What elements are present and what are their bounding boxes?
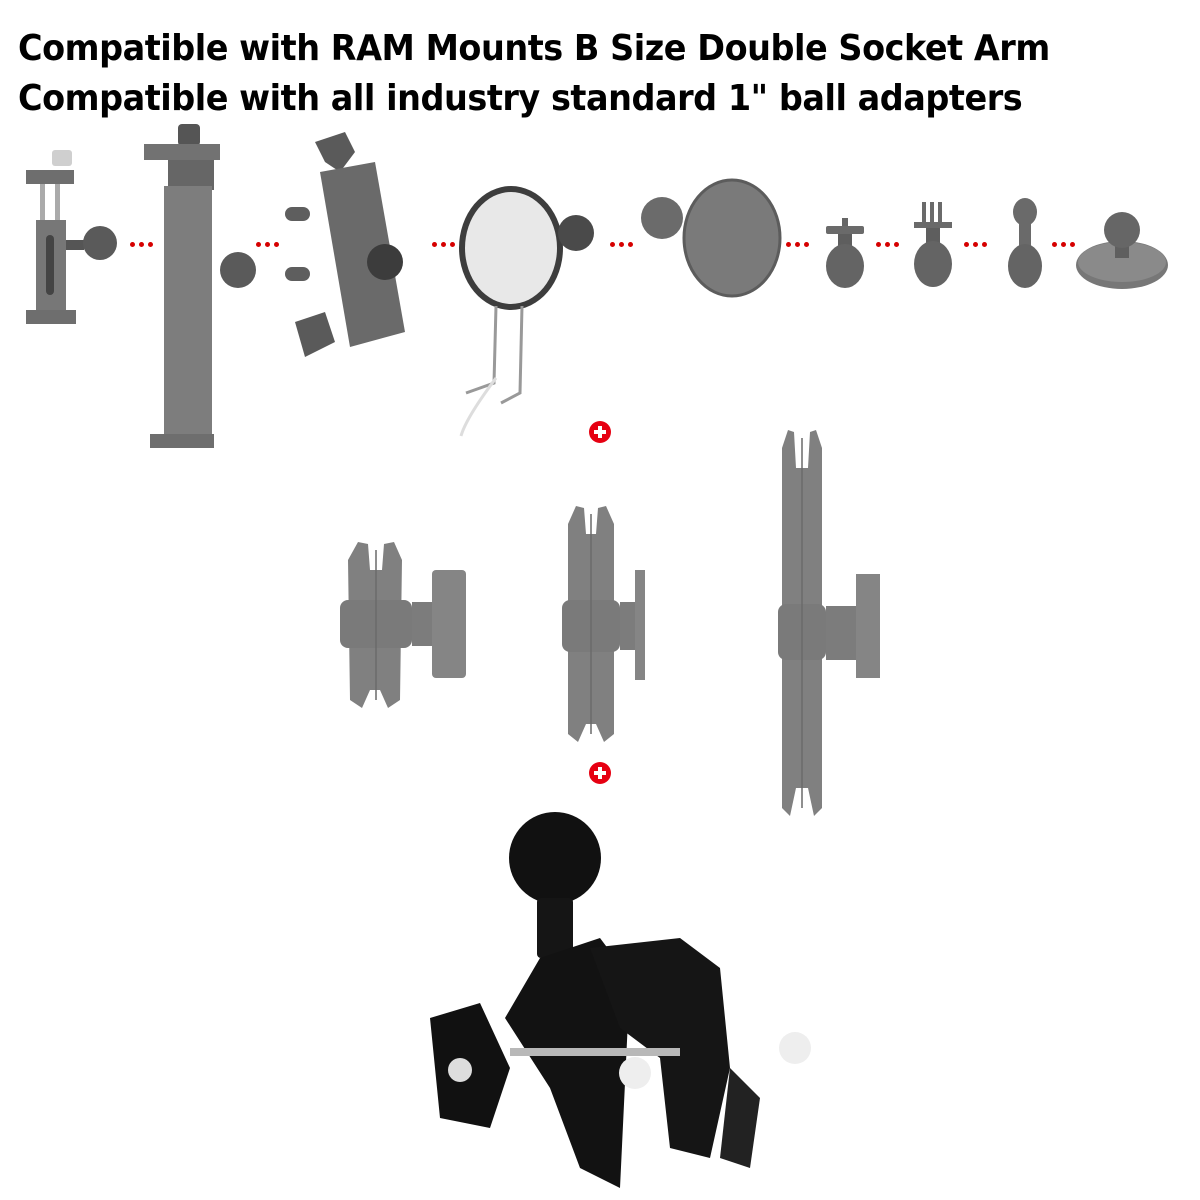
dots-separator-icon (786, 242, 809, 247)
dots-separator-icon (256, 242, 279, 247)
small-phone-clamp-image (26, 150, 117, 324)
medium-socket-arm-image (562, 506, 645, 742)
dots-separator-icon (610, 242, 633, 247)
double-ball-adapter-image (1008, 198, 1042, 288)
gopro-ball-adapter-image (914, 202, 952, 287)
tablet-clamp-image (144, 124, 256, 448)
magsafe-mount-image (459, 186, 594, 437)
round-base-adapter-image (1076, 212, 1168, 289)
headline-line-1: Compatible with RAM Mounts B Size Double… (18, 28, 1050, 69)
super-clamp-image (430, 812, 811, 1188)
dots-separator-icon (876, 242, 899, 247)
long-socket-arm-image (778, 430, 880, 816)
screw-ball-adapter-image (826, 218, 864, 288)
plus-icon (589, 762, 611, 784)
plus-icon (589, 421, 611, 443)
dots-separator-icon (1052, 242, 1075, 247)
dots-separator-icon (964, 242, 987, 247)
dots-separator-icon (130, 242, 153, 247)
short-socket-arm-image (340, 542, 466, 708)
headline-line-2: Compatible with all industry standard 1"… (18, 78, 1023, 119)
dots-separator-icon (432, 242, 455, 247)
magnet-plate-image (641, 178, 782, 298)
x-grip-holder-image (285, 132, 405, 357)
